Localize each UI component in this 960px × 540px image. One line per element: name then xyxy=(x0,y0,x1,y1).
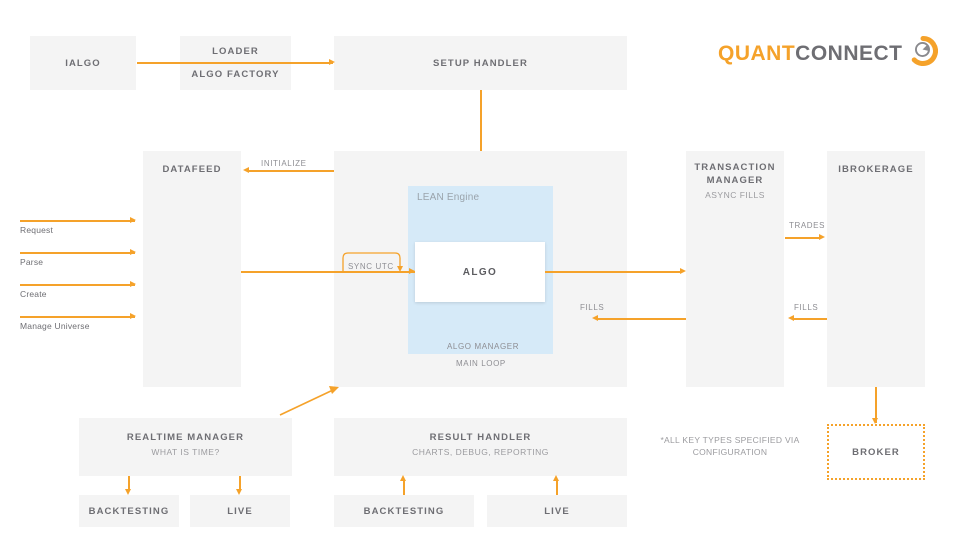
lean-engine-label: LEAN Engine xyxy=(417,192,480,203)
initialize-label: INITIALIZE xyxy=(261,159,307,168)
arrow-realtime-to-backtesting-head xyxy=(125,489,131,495)
arrow-ialgo-to-setup xyxy=(137,62,333,64)
arrow-rh-backtesting-to-result xyxy=(403,480,405,495)
ibrokerage-box[interactable]: IBROKERAGE xyxy=(827,151,925,387)
algo-label: ALGO xyxy=(462,266,498,278)
arrow-fills-right-head xyxy=(788,315,794,321)
arrow-manage-universe-head xyxy=(130,313,136,319)
arrow-initialize xyxy=(248,170,334,172)
loader-label: LOADER xyxy=(212,46,259,57)
transaction-manager-label: TRANSACTION MANAGER xyxy=(694,162,776,186)
broker-label: BROKER xyxy=(852,446,900,458)
input-label-create: Create xyxy=(20,289,47,299)
input-label-manage-universe: Manage Universe xyxy=(20,321,90,331)
arrow-parse xyxy=(20,252,135,254)
arrow-create xyxy=(20,284,135,286)
trades-label: TRADES xyxy=(789,221,826,230)
arrow-parse-head xyxy=(130,249,136,255)
arrow-request xyxy=(20,220,135,222)
arrow-realtime-to-backtesting xyxy=(128,476,130,491)
result-handler-sublabel: CHARTS, DEBUG, REPORTING xyxy=(412,447,549,457)
logo-text-quant: QUANT xyxy=(718,41,796,65)
arrow-trades xyxy=(785,237,820,239)
arrow-datafeed-to-algo xyxy=(241,271,415,273)
result-live-label: LIVE xyxy=(544,505,570,517)
result-live-box[interactable]: LIVE xyxy=(487,495,627,527)
fills-right-label: FILLS xyxy=(794,303,819,312)
realtime-backtesting-box[interactable]: BACKTESTING xyxy=(79,495,179,527)
result-backtesting-label: BACKTESTING xyxy=(363,505,445,517)
realtime-manager-sublabel: WHAT IS TIME? xyxy=(151,447,220,457)
broker-box[interactable]: BROKER xyxy=(827,424,925,480)
arrow-create-head xyxy=(130,281,136,287)
main-loop-label: MAIN LOOP xyxy=(456,359,506,368)
quantconnect-logo: QUANT CONNECT xyxy=(718,36,938,71)
arrow-fills-left xyxy=(597,318,686,320)
input-label-request: Request xyxy=(20,225,54,235)
arrow-fills-left-head xyxy=(592,315,598,321)
configuration-footnote: *ALL KEY TYPES SPECIFIED VIA CONFIGURATI… xyxy=(660,435,800,457)
realtime-live-box[interactable]: LIVE xyxy=(190,495,290,527)
arrow-realtime-to-engine xyxy=(279,386,339,416)
result-backtesting-box[interactable]: BACKTESTING xyxy=(334,495,474,527)
arrow-realtime-to-live xyxy=(239,476,241,491)
arrow-request-head xyxy=(130,217,136,223)
arrow-trades-head xyxy=(819,234,825,240)
arrow-initialize-head xyxy=(243,167,249,173)
fills-left-label: FILLS xyxy=(580,303,605,312)
sync-utc-loop-arrow xyxy=(340,251,406,280)
arrow-datafeed-to-algo-head xyxy=(409,268,415,274)
transaction-manager-box[interactable]: TRANSACTION MANAGER ASYNC FILLS xyxy=(686,151,784,387)
datafeed-label: DATAFEED xyxy=(162,164,222,175)
ialgo-label: IALGO xyxy=(65,57,101,69)
input-label-parse: Parse xyxy=(20,257,44,267)
arrow-manage-universe xyxy=(20,316,135,318)
arrow-realtime-to-live-head xyxy=(236,489,242,495)
setup-handler-label: SETUP HANDLER xyxy=(433,57,528,69)
realtime-manager-label: REALTIME MANAGER xyxy=(126,432,245,443)
datafeed-box[interactable]: DATAFEED xyxy=(143,151,241,387)
setup-handler-box[interactable]: SETUP HANDLER xyxy=(334,36,627,90)
algo-factory-label: ALGO FACTORY xyxy=(191,69,280,80)
realtime-manager-box[interactable]: REALTIME MANAGER WHAT IS TIME? xyxy=(79,418,292,476)
arrow-ialgo-to-setup-head xyxy=(329,59,335,65)
algo-box[interactable]: ALGO xyxy=(415,242,545,302)
result-handler-box[interactable]: RESULT HANDLER CHARTS, DEBUG, REPORTING xyxy=(334,418,627,476)
arrow-rh-live-to-result xyxy=(556,480,558,495)
arrow-rh-live-to-result-head xyxy=(553,475,559,481)
arrow-ibrokerage-to-broker xyxy=(875,387,877,423)
algo-manager-label: ALGO MANAGER xyxy=(447,342,520,351)
quantconnect-ring-icon xyxy=(903,36,938,71)
transaction-manager-sublabel: ASYNC FILLS xyxy=(705,190,765,200)
result-handler-label: RESULT HANDLER xyxy=(429,432,532,443)
arrow-ibrokerage-to-broker-head xyxy=(872,418,878,424)
arrow-fills-right xyxy=(793,318,827,320)
sync-utc-label: SYNC UTC xyxy=(348,262,394,271)
ialgo-box[interactable]: IALGO xyxy=(30,36,136,90)
arrow-algo-to-transaction xyxy=(545,271,681,273)
realtime-live-label: LIVE xyxy=(227,505,253,517)
realtime-backtesting-label: BACKTESTING xyxy=(88,505,170,517)
ibrokerage-label: IBROKERAGE xyxy=(838,164,914,175)
logo-text-connect: CONNECT xyxy=(795,41,903,65)
arrow-rh-backtesting-to-result-head xyxy=(400,475,406,481)
arrow-algo-to-transaction-head xyxy=(680,268,686,274)
